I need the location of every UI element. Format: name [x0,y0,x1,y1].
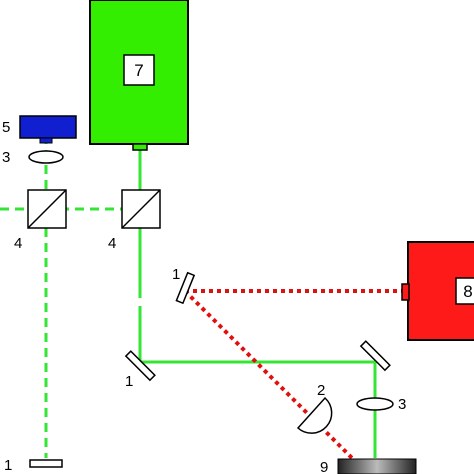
mirror-1-top-label: 1 [172,266,180,283]
mirror-1-bottom-left [124,350,156,382]
lens-3-right [356,397,394,411]
lens-2 [296,396,333,434]
mirror-bottom-label: 1 [4,457,12,474]
beam-splitter-cube-right [121,189,161,229]
beam-splitter-cube-left [27,189,67,229]
mirror-1-left-label: 1 [125,373,133,390]
sample-9 [337,458,417,474]
lens-3-left-label: 3 [2,149,10,166]
unit-7-label: 7 [134,61,143,80]
lens-3-right-label: 3 [398,396,406,413]
camera-5 [19,115,77,144]
sample-9-label: 9 [320,459,328,474]
mirror-1-top [175,271,196,305]
lens-2-label: 2 [317,382,325,399]
unit-7-box: 7 [89,0,189,151]
unit-8-box: 8 [401,241,474,341]
unit-8-label: 8 [463,282,472,301]
red-dotted-beam-diagonal [183,289,354,460]
cube-4-left-label: 4 [14,235,22,252]
mirror-1-right [359,340,391,372]
camera-5-label: 5 [2,119,10,136]
mirror-bottom-flat [29,459,63,468]
lens-3-left [28,150,64,164]
cube-4-right-label: 4 [108,235,116,252]
